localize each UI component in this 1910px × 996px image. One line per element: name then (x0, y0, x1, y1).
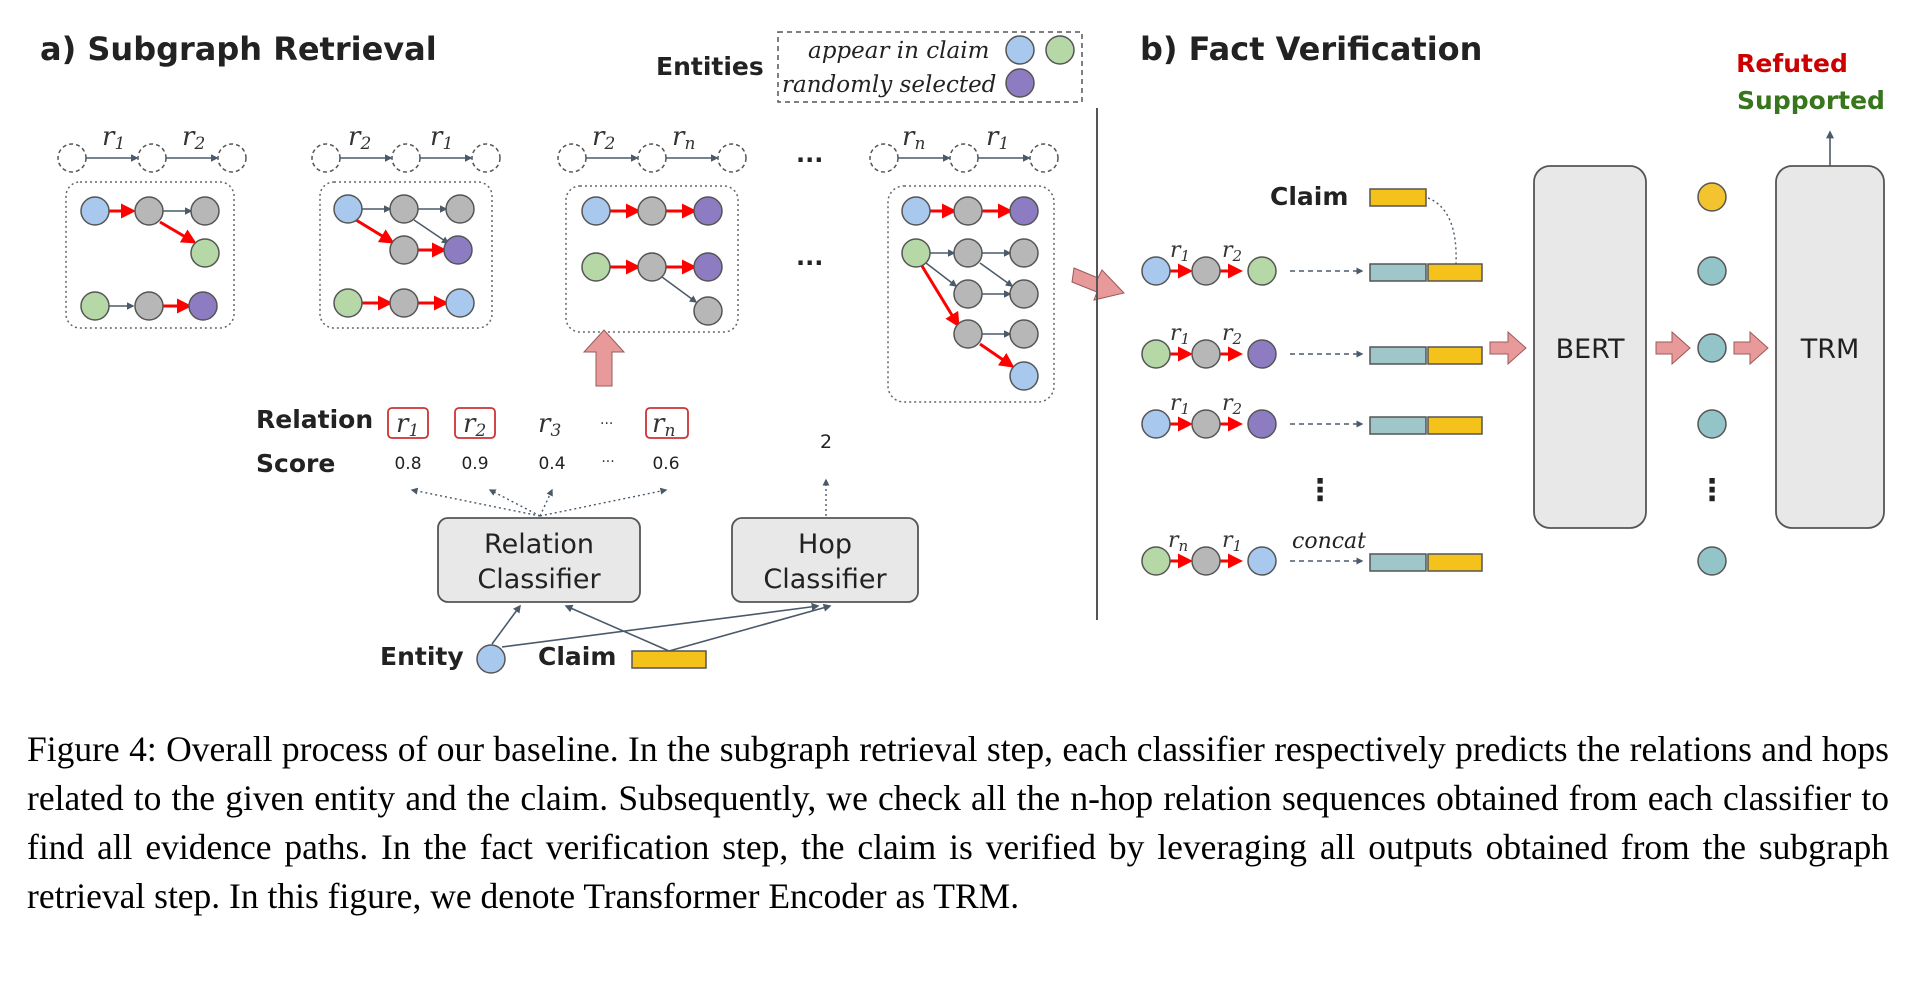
template-n: rn r1 (869, 122, 1059, 173)
template-ellipsis: ... (796, 140, 823, 168)
bert-label: BERT (1556, 334, 1625, 365)
score-row-label: Score (256, 449, 335, 478)
template-2: r2 r1 (311, 122, 501, 173)
claim-dotted-curve (1427, 197, 1457, 265)
subgraph-ellipsis: ... (796, 243, 823, 271)
bert-output-nodes (1697, 182, 1727, 576)
svg-text:r1: r1 (430, 122, 453, 154)
hop-output: 2 (820, 431, 832, 453)
relation-classifier-box (437, 517, 641, 603)
path-row-2: r1 r2 (1141, 321, 1483, 369)
score-r1: 0.8 (394, 454, 421, 474)
trm-box (1775, 165, 1885, 529)
svg-text:r2: r2 (592, 122, 615, 154)
svg-text:r2: r2 (348, 122, 371, 154)
svg-text:rn: rn (1168, 528, 1188, 555)
relation-classifier-line1: Relation (484, 529, 594, 560)
score-r2: 0.9 (461, 454, 488, 474)
svg-text:r2: r2 (1222, 391, 1242, 418)
svg-text:r1: r1 (102, 122, 125, 154)
relation-row-label: Relation (256, 405, 373, 434)
hop-classifier-line1: Hop (798, 529, 852, 560)
svg-text:r1: r1 (396, 409, 419, 441)
hop-classifier-line2: Classifier (763, 564, 887, 595)
path-row-3: r1 r2 (1141, 391, 1483, 439)
legend-blue-node (1005, 35, 1035, 65)
diagram: a) Subgraph Retrieval b) Fact Verificati… (40, 30, 1885, 674)
bert-box (1533, 165, 1647, 529)
refuted-label: Refuted (1736, 49, 1848, 78)
path-vdots: ⋮ (1305, 473, 1335, 508)
legend-entities-label: Entities (656, 52, 764, 81)
legend-purple-node (1005, 68, 1035, 98)
svg-text:rn: rn (672, 122, 695, 154)
pink-arrow-to-trm (1733, 330, 1769, 366)
entity-label: Entity (380, 642, 464, 671)
verification-claim-label: Claim (1270, 182, 1348, 211)
template-1: r1 r2 (57, 122, 247, 173)
entity-node (476, 644, 506, 674)
legend-randomly-selected: randomly selected (782, 72, 996, 98)
legend-box (777, 31, 1083, 103)
subgraph-n (887, 185, 1055, 403)
hop-classifier-box (731, 517, 919, 603)
relation-classifier-line2: Classifier (477, 564, 601, 595)
score-ellipsis: ··· (601, 454, 614, 470)
svg-text:r2: r2 (182, 122, 205, 154)
svg-text:rn: rn (902, 122, 925, 154)
relation-box-rn (645, 407, 689, 439)
svg-text:r1: r1 (1170, 391, 1190, 418)
legend-appear-in-claim: appear in claim (808, 38, 989, 64)
trm-label: TRM (1800, 334, 1860, 365)
template-3: r2 rn (557, 122, 747, 173)
subgraph-3 (565, 185, 739, 333)
svg-text:r1: r1 (1170, 238, 1190, 265)
svg-text:r1: r1 (1170, 321, 1190, 348)
svg-text:r1: r1 (986, 122, 1009, 154)
concat-label: concat (1292, 529, 1366, 554)
panel-a-title: a) Subgraph Retrieval (40, 30, 437, 68)
subgraph-2 (319, 181, 493, 329)
relation-r3: r3 (538, 409, 561, 441)
svg-text:r2: r2 (1222, 238, 1242, 265)
svg-text:r1: r1 (1222, 528, 1242, 555)
claim-bar (631, 650, 707, 669)
path-row-n: rn r1 concat (1141, 528, 1483, 576)
subgraph-1 (65, 181, 235, 329)
relation-ellipsis: ··· (600, 416, 613, 432)
relation-box-r1 (387, 407, 429, 439)
relation-score-arrows (410, 478, 830, 517)
path-row-1: r1 r2 (1141, 238, 1483, 286)
claim-label: Claim (538, 642, 616, 671)
legend-green-node (1045, 35, 1075, 65)
pink-up-arrow (582, 329, 626, 387)
svg-text:r2: r2 (1222, 321, 1242, 348)
pink-arrow-to-bert (1489, 330, 1527, 366)
output-vdots: ⋮ (1697, 473, 1727, 508)
supported-label: Supported (1737, 86, 1885, 115)
svg-text:rn: rn (652, 409, 675, 441)
score-rn: 0.6 (652, 454, 679, 474)
verification-claim-bar (1369, 188, 1427, 207)
relation-box-r2 (454, 407, 496, 439)
svg-text:r2: r2 (463, 409, 486, 441)
score-r3: 0.4 (538, 454, 565, 474)
input-arrows (491, 602, 832, 652)
panel-b-title: b) Fact Verification (1140, 30, 1482, 68)
pink-arrow-to-outputs (1655, 330, 1691, 366)
figure-caption: Figure 4: Overall process of our baselin… (27, 729, 1889, 916)
